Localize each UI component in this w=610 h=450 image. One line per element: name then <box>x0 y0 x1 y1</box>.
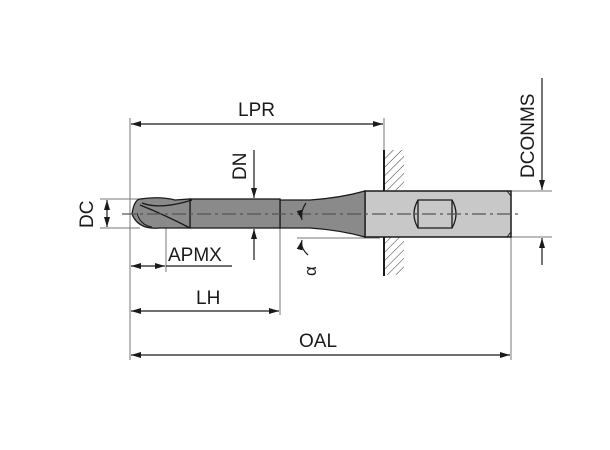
label-dconms: DCONMS <box>518 93 539 178</box>
label-oal: OAL <box>299 331 338 352</box>
label-dn: DN <box>230 152 251 180</box>
label-dc: DC <box>77 200 98 228</box>
label-lh: LH <box>196 288 221 309</box>
label-apmx: APMX <box>168 245 222 266</box>
label-lpr: LPR <box>238 100 275 121</box>
extension-lines <box>100 118 552 360</box>
dimension-lines <box>104 78 545 358</box>
label-alpha: α <box>301 266 320 276</box>
